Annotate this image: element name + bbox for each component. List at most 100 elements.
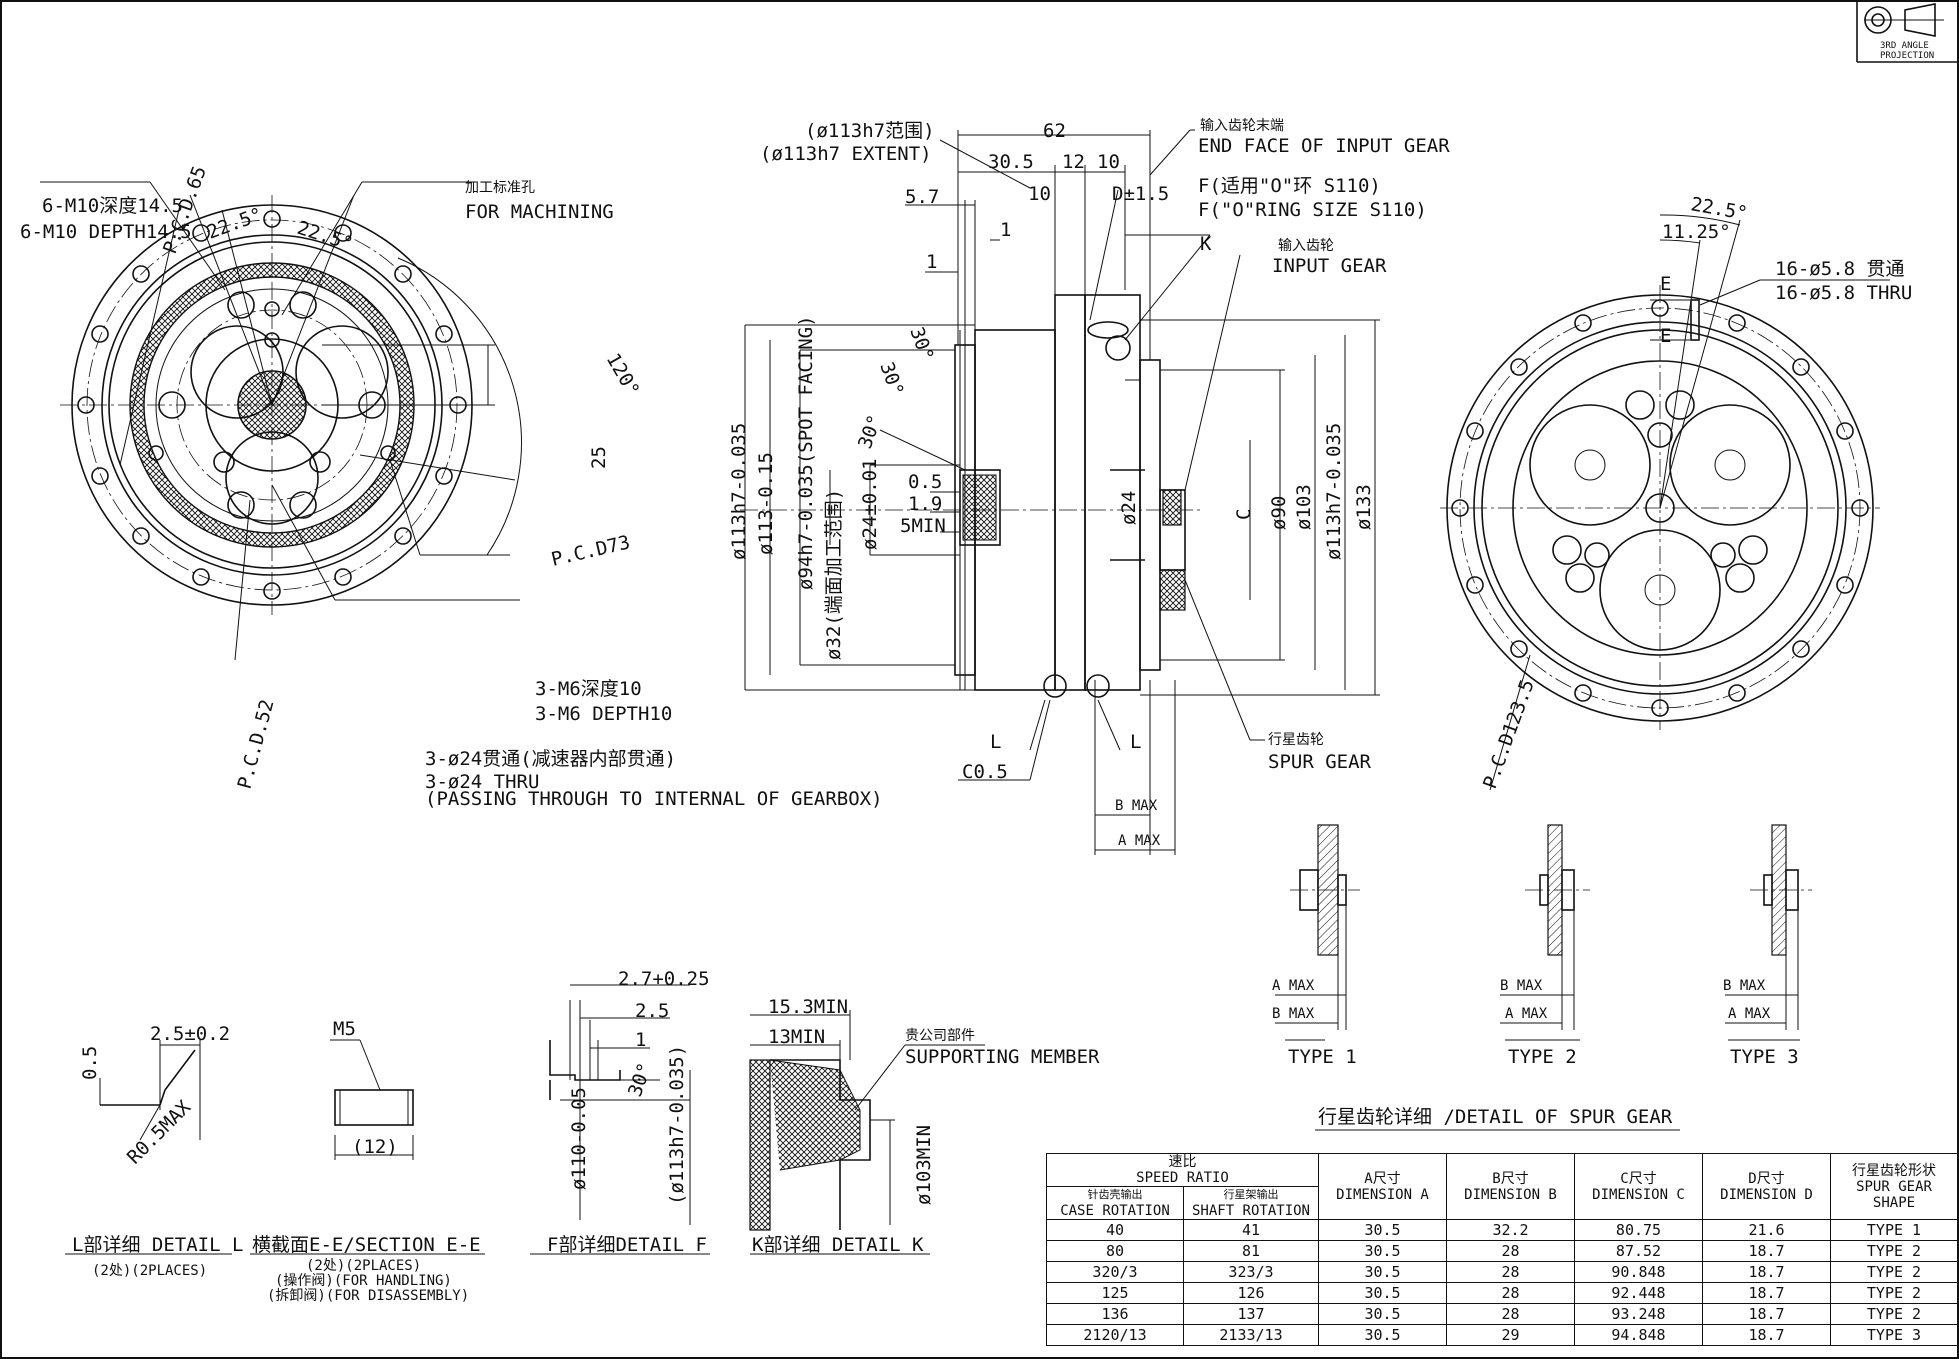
cell: 81 bbox=[1183, 1240, 1319, 1262]
detail-k-support-cn: 贵公司部件 bbox=[905, 1028, 975, 1044]
table-subheader-row: 针齿壳输出 CASE ROTATION 行星架输出 SHAFT ROTATION bbox=[1046, 1186, 1958, 1220]
dim-5-7: 5.7 bbox=[905, 186, 939, 208]
pcd-73-label: P.C.D73 bbox=[549, 531, 632, 570]
type-3-first: B MAX bbox=[1723, 978, 1766, 994]
table-row: 40 41 30.5 32.2 80.75 21.6 TYPE 1 bbox=[1046, 1219, 1958, 1241]
cell: 126 bbox=[1183, 1282, 1319, 1304]
h-b: B尺寸 DIMENSION B bbox=[1446, 1153, 1575, 1220]
input-end-en: END FACE OF INPUT GEAR bbox=[1198, 135, 1450, 157]
detail-l-title: L部详细 DETAIL L bbox=[72, 1234, 243, 1256]
type-sketches: A MAX B MAX TYPE 1 B MAX A MAX TYPE 2 bbox=[1272, 824, 1812, 1068]
cell: 137 bbox=[1183, 1303, 1319, 1325]
cell: 80.75 bbox=[1574, 1219, 1703, 1241]
rear-angle-11-25: 11.25° bbox=[1662, 221, 1731, 243]
tapped-holes-cn: 6-M10深度14.5 bbox=[42, 195, 183, 217]
detail-f-title: F部详细DETAIL F bbox=[547, 1234, 707, 1256]
cell: 30.5 bbox=[1318, 1240, 1447, 1262]
b-max: B MAX bbox=[1115, 798, 1158, 814]
cell: 28 bbox=[1446, 1282, 1575, 1304]
h-c-en: DIMENSION C bbox=[1592, 1186, 1685, 1203]
extent-en: (ø113h7 EXTENT) bbox=[760, 143, 932, 165]
detail-l: 0.5 2.5±0.2 R0.5MAX L部详细 DETAIL L (2处)(2… bbox=[65, 1023, 243, 1279]
a-max: A MAX bbox=[1118, 833, 1161, 849]
d24a: ø24±0.01 bbox=[859, 458, 881, 550]
cell: 2120/13 bbox=[1046, 1324, 1184, 1346]
d90: ø90 bbox=[1268, 496, 1290, 530]
h-d-cn: D尺寸 bbox=[1748, 1170, 1785, 1187]
spur-table-title: 行星齿轮详细 /DETAIL OF SPUR GEAR bbox=[1318, 1106, 1673, 1128]
type-2-first: B MAX bbox=[1500, 978, 1543, 994]
oring-cn: F(适用"O"环 S110) bbox=[1198, 175, 1381, 197]
d113c: ø113h7-0.035 bbox=[1323, 423, 1345, 560]
dim-10a: 10 bbox=[1028, 183, 1051, 205]
angle-30a: 30° bbox=[905, 324, 937, 364]
cell: 29 bbox=[1446, 1324, 1575, 1346]
cell: 125 bbox=[1046, 1282, 1184, 1304]
cell: 18.7 bbox=[1702, 1303, 1831, 1325]
thru-en: 16-ø5.8 THRU bbox=[1775, 282, 1912, 304]
type-2-second: A MAX bbox=[1505, 1006, 1548, 1022]
h-shaft-en: SHAFT ROTATION bbox=[1191, 1203, 1310, 1219]
dim-0-5: 0.5 bbox=[908, 471, 942, 493]
thru-cn: 16-ø5.8 贯通 bbox=[1775, 258, 1905, 280]
detail-f-dim-1: 1 bbox=[635, 1029, 646, 1051]
detail-f-dim-2-7: 2.7+0.25 bbox=[618, 968, 710, 990]
cell: TYPE 2 bbox=[1830, 1240, 1958, 1262]
cell: TYPE 1 bbox=[1830, 1219, 1958, 1241]
detail-k-d103: ø103MIN bbox=[913, 1125, 935, 1205]
thru24-en: 3-ø24 THRU bbox=[425, 771, 539, 793]
front-angle-label-b: 22.5° bbox=[294, 217, 355, 256]
cell: 18.7 bbox=[1702, 1282, 1831, 1304]
dim-1a: 1 bbox=[926, 251, 937, 273]
detail-f-dim-2-5: 2.5 bbox=[635, 1000, 669, 1022]
m6-cn: 3-M6深度10 bbox=[535, 678, 642, 700]
cell: 320/3 bbox=[1046, 1261, 1184, 1283]
cell: 2133/13 bbox=[1183, 1324, 1319, 1346]
cell: 30.5 bbox=[1318, 1219, 1447, 1241]
dim-c: C bbox=[1233, 509, 1255, 520]
cell: TYPE 3 bbox=[1830, 1324, 1958, 1346]
dim-1b: 1 bbox=[1000, 219, 1011, 241]
detail-l-dim-0-5: 0.5 bbox=[79, 1046, 101, 1080]
tapped-holes-en: 6-M10 DEPTH14.5 bbox=[20, 221, 192, 243]
type-3-sketch: B MAX A MAX TYPE 3 bbox=[1723, 824, 1812, 1068]
cell: TYPE 2 bbox=[1830, 1303, 1958, 1325]
dim-30-5: 30.5 bbox=[988, 151, 1034, 173]
cell: 93.248 bbox=[1574, 1303, 1703, 1325]
detail-k: 15.3MIN 13MIN 贵公司部件 SUPPORTING MEMBER ø1… bbox=[749, 996, 1100, 1256]
angle-30c: 30° bbox=[854, 412, 886, 452]
pcd-52-label: P.C.D.52 bbox=[234, 697, 279, 791]
d113b: ø113-0.15 bbox=[755, 452, 777, 555]
spur-gear-table: 速比 SPEED RATIO A尺寸 DIMENSION A B尺寸 DIMEN… bbox=[1046, 1153, 1958, 1346]
cell: 28 bbox=[1446, 1303, 1575, 1325]
cell: 18.7 bbox=[1702, 1261, 1831, 1283]
k-label: K bbox=[1200, 233, 1212, 255]
detail-e-dim-12: (12) bbox=[352, 1136, 398, 1158]
h-d-en: DIMENSION D bbox=[1720, 1186, 1813, 1203]
cell: 94.848 bbox=[1574, 1324, 1703, 1346]
type-1-second: B MAX bbox=[1272, 1006, 1315, 1022]
cell: 30.5 bbox=[1318, 1261, 1447, 1283]
h-speed-en: SPEED RATIO bbox=[1136, 1170, 1229, 1186]
table-header-row: 速比 SPEED RATIO A尺寸 DIMENSION A B尺寸 DIMEN… bbox=[1046, 1153, 1958, 1220]
cell: 30.5 bbox=[1318, 1303, 1447, 1325]
front-view: 22.5° 22.5° 120° 6-M10深度14.5 6-M10 DEPTH… bbox=[20, 163, 883, 810]
front-angle-label-c: 120° bbox=[602, 350, 644, 401]
type-3-name: TYPE 3 bbox=[1730, 1046, 1799, 1068]
h-case: 针齿壳输出 CASE ROTATION bbox=[1046, 1186, 1184, 1220]
rear-view: 22.5° 11.25° E E 16-ø5.8 贯通 16-ø5.8 THRU… bbox=[1440, 193, 1912, 792]
h-shaft: 行星架输出 SHAFT ROTATION bbox=[1183, 1186, 1319, 1220]
input-end-cn: 输入齿轮末端 bbox=[1200, 118, 1284, 134]
oring-en: F("O"RING SIZE S110) bbox=[1198, 199, 1427, 221]
detail-k-dim-15-3: 15.3MIN bbox=[768, 996, 848, 1018]
dim-10b: 10 bbox=[1097, 151, 1120, 173]
detail-e-title: 横截面E-E/SECTION E-E bbox=[252, 1234, 481, 1256]
h-d: D尺寸 DIMENSION D bbox=[1702, 1153, 1831, 1220]
dim-12: 12 bbox=[1062, 151, 1085, 173]
detail-e: M5 (12) 横截面E-E/SECTION E-E (2处)(2PLACES)… bbox=[250, 1018, 485, 1304]
detail-k-title: K部详细 DETAIL K bbox=[752, 1234, 924, 1256]
front-angle-label-a: 22.5° bbox=[204, 203, 265, 243]
table-row: 125 126 30.5 28 92.448 18.7 TYPE 2 bbox=[1046, 1282, 1958, 1304]
